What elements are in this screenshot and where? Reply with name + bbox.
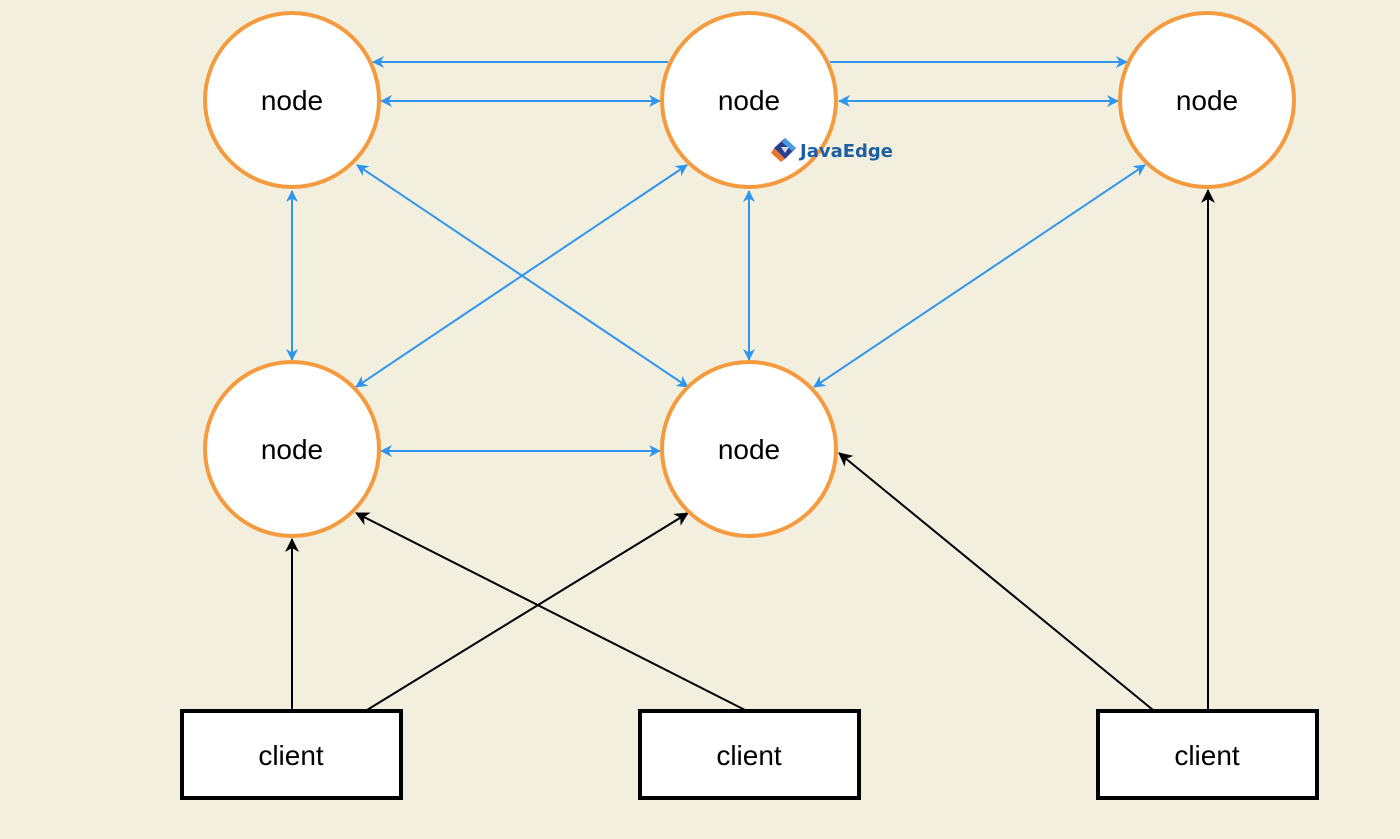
- node-n5[interactable]: node: [660, 360, 838, 538]
- node-n4[interactable]: node: [203, 360, 381, 538]
- javaedge-watermark: JavaEdge: [771, 138, 893, 162]
- client-link-c3-to-n5: [838, 452, 1154, 711]
- node-n1[interactable]: node: [203, 11, 381, 189]
- node-n3[interactable]: node: [1118, 11, 1296, 189]
- javaedge-logo-icon: [771, 138, 796, 162]
- client-link-c1-to-n5: [366, 512, 689, 711]
- node-circle: [1118, 11, 1296, 189]
- node-circle: [660, 11, 838, 189]
- peer-links: [286, 56, 1146, 457]
- node-n2[interactable]: node: [660, 11, 838, 189]
- node-label: node: [718, 434, 780, 465]
- client-c2[interactable]: client: [638, 709, 861, 800]
- node-circle: [660, 360, 838, 538]
- node-label: node: [1176, 85, 1238, 116]
- peer-link-n2-n4: [355, 164, 688, 388]
- client-link-c2-to-n4: [355, 512, 746, 711]
- client-label: client: [258, 740, 324, 771]
- client-label: client: [716, 740, 782, 771]
- node-circle: [203, 360, 381, 538]
- watermark-text: JavaEdge: [798, 141, 893, 162]
- node-label: node: [261, 85, 323, 116]
- client-box: [638, 709, 861, 800]
- client-label: client: [1174, 740, 1240, 771]
- node-label: node: [261, 434, 323, 465]
- peer-link-n3-n5: [813, 164, 1146, 388]
- node-label: node: [718, 85, 780, 116]
- client-box: [1096, 709, 1319, 800]
- client-c3[interactable]: client: [1096, 709, 1319, 800]
- client-box: [180, 709, 403, 800]
- node-circle: [203, 11, 381, 189]
- client-links: [285, 189, 1215, 711]
- client-c1[interactable]: client: [180, 709, 403, 800]
